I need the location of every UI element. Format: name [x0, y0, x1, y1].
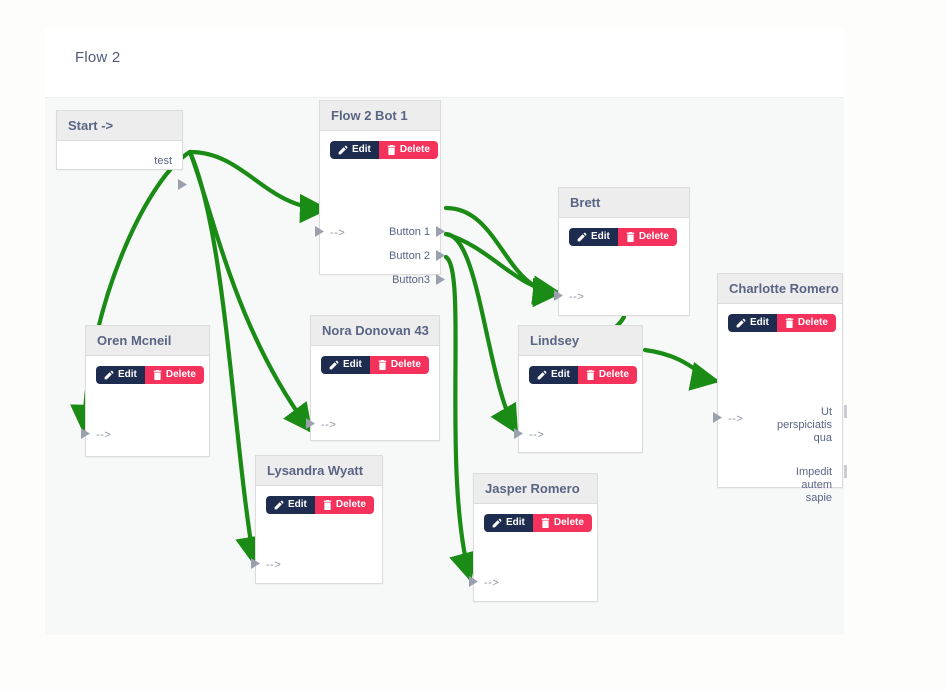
pencil-icon [537, 370, 547, 380]
node-body: Edit Delete --> [554, 218, 689, 313]
output-port-test[interactable]: test [154, 155, 172, 167]
trash-icon [378, 360, 387, 370]
delete-button[interactable]: Delete [617, 228, 677, 246]
node-body: Edit Delete --> [306, 346, 439, 438]
node-action-buttons: Edit Delete [569, 228, 677, 246]
delete-button[interactable]: Delete [776, 314, 836, 332]
pencil-icon [338, 145, 348, 155]
input-port[interactable]: --> [484, 577, 500, 589]
pencil-icon [104, 370, 114, 380]
output-port-button-3[interactable]: Button3 [392, 274, 430, 286]
edit-button[interactable]: Edit [330, 141, 379, 159]
input-handle[interactable] [554, 290, 563, 301]
node-title: Lindsey [519, 326, 642, 356]
node-jasper-romero[interactable]: Jasper Romero Edit Delete --> [469, 473, 598, 602]
node-title: Oren Mcneil [86, 326, 209, 356]
node-body: Edit Delete --> Button 1 [315, 131, 445, 286]
node-body: Edit Delete --> Ut perspiciatis qua [713, 304, 847, 504]
output-port-button-2[interactable]: Button 2 [389, 250, 430, 262]
node-body: Edit Delete --> [514, 356, 642, 450]
node-action-buttons: Edit Delete [266, 496, 374, 514]
pencil-icon [492, 518, 502, 528]
input-handle[interactable] [713, 412, 722, 423]
pencil-icon [736, 318, 746, 328]
delete-button[interactable]: Delete [369, 356, 429, 374]
node-title: Jasper Romero [474, 474, 597, 504]
input-handle[interactable] [306, 418, 315, 429]
edit-button[interactable]: Edit [321, 356, 370, 374]
input-port[interactable]: --> [569, 291, 585, 303]
input-port[interactable]: --> [529, 429, 545, 441]
node-nora-donovan-43[interactable]: Nora Donovan 43 Edit Delete --> [306, 315, 440, 441]
input-port[interactable]: --> [321, 419, 337, 431]
input-port[interactable]: --> [728, 413, 744, 425]
delete-button[interactable]: Delete [532, 514, 592, 532]
edit-button[interactable]: Edit [96, 366, 145, 384]
node-action-buttons: Edit Delete [321, 356, 429, 374]
delete-button[interactable]: Delete [378, 141, 438, 159]
trash-icon [626, 232, 635, 242]
page-title: Flow 2 [75, 49, 121, 66]
node-lindsey[interactable]: Lindsey Edit Delete --> [514, 325, 643, 453]
node-action-buttons: Edit Delete [96, 366, 204, 384]
input-port[interactable]: --> [266, 559, 282, 571]
output-handle-2[interactable] [844, 465, 847, 478]
node-action-buttons: Edit Delete [484, 514, 592, 532]
input-handle[interactable] [81, 428, 90, 439]
node-action-buttons: Edit Delete [330, 141, 438, 159]
output-handle-button-2[interactable] [436, 250, 445, 261]
trash-icon [541, 518, 550, 528]
trash-icon [323, 500, 332, 510]
output-port-2[interactable]: Impedit autem sapie [795, 466, 832, 504]
input-handle[interactable] [469, 576, 478, 587]
output-handle-test[interactable] [178, 179, 187, 190]
edit-button[interactable]: Edit [728, 314, 777, 332]
input-handle[interactable] [251, 558, 260, 569]
edit-button[interactable]: Edit [266, 496, 315, 514]
node-title: Start -> [57, 111, 182, 141]
delete-button[interactable]: Delete [314, 496, 374, 514]
input-handle[interactable] [514, 428, 523, 439]
node-title: Brett [559, 188, 689, 218]
page-header: Flow 2 [45, 28, 844, 98]
node-action-buttons: Edit Delete [728, 314, 836, 332]
input-port[interactable]: --> [96, 429, 112, 441]
canvas-watermark [75, 591, 815, 631]
delete-button[interactable]: Delete [144, 366, 204, 384]
trash-icon [586, 370, 595, 380]
node-flow-2-bot-1[interactable]: Flow 2 Bot 1 Edit Delete --> [315, 100, 445, 286]
node-title: Charlotte Romero [718, 274, 842, 304]
node-title: Nora Donovan 43 [311, 316, 439, 346]
delete-button[interactable]: Delete [577, 366, 637, 384]
node-body: Edit Delete --> [469, 504, 597, 599]
trash-icon [387, 145, 396, 155]
node-body: Edit Delete --> [251, 486, 382, 581]
node-oren-mcneil[interactable]: Oren Mcneil Edit Delete --> [81, 325, 210, 457]
trash-icon [153, 370, 162, 380]
node-brett[interactable]: Brett Edit Delete --> [554, 187, 690, 316]
node-body: test [57, 141, 187, 190]
edit-button[interactable]: Edit [569, 228, 618, 246]
node-lysandra-wyatt[interactable]: Lysandra Wyatt Edit Delete --> [251, 455, 383, 584]
pencil-icon [274, 500, 284, 510]
node-start[interactable]: Start -> test [56, 110, 187, 190]
pencil-icon [577, 232, 587, 242]
pencil-icon [329, 360, 339, 370]
node-body: Edit Delete --> [81, 356, 209, 454]
output-handle-1[interactable] [844, 405, 847, 418]
node-title: Lysandra Wyatt [256, 456, 382, 486]
output-handle-button-1[interactable] [436, 226, 445, 237]
edit-button[interactable]: Edit [484, 514, 533, 532]
output-port-button-1[interactable]: Button 1 [389, 226, 430, 238]
node-title: Flow 2 Bot 1 [320, 101, 440, 131]
edit-button[interactable]: Edit [529, 366, 578, 384]
output-port-1[interactable]: Ut perspiciatis qua [776, 406, 832, 444]
input-port[interactable]: --> [330, 227, 346, 239]
input-handle[interactable] [315, 226, 324, 237]
trash-icon [785, 318, 794, 328]
node-charlotte-romero[interactable]: Charlotte Romero Edit Delete --> [713, 273, 847, 504]
node-action-buttons: Edit Delete [529, 366, 637, 384]
output-handle-button-3[interactable] [436, 274, 445, 285]
